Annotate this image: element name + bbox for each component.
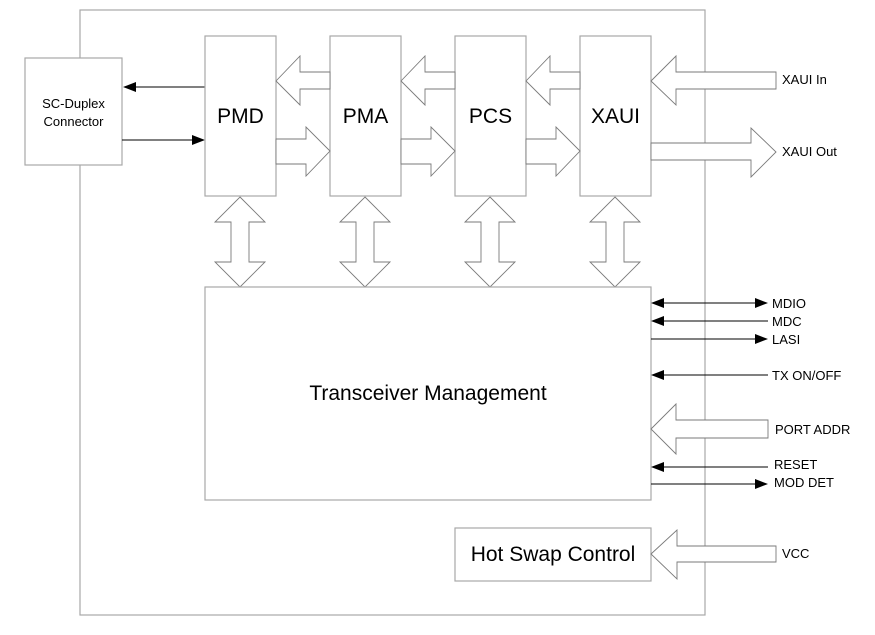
pmd-box xyxy=(204,35,277,197)
management-label: Transceiver Management xyxy=(309,382,546,405)
fat-right-arrow-pcs-to-xaui xyxy=(525,125,581,178)
arrowhead-icon xyxy=(651,316,664,326)
pcs-label: PCS xyxy=(469,105,512,128)
xaui-in-label: XAUI In xyxy=(782,72,827,87)
block-pmd: PMD xyxy=(204,35,277,197)
arrowhead-icon xyxy=(755,298,768,308)
connector-box xyxy=(24,57,123,166)
xaui-box xyxy=(579,35,652,197)
tx-on-off-label: TX ON/OFF xyxy=(772,368,841,383)
arrowhead-icon xyxy=(755,334,768,344)
fat-right-arrow-pmd-to-pma xyxy=(275,125,331,178)
vcc-label: VCC xyxy=(782,546,809,561)
arrowhead-icon xyxy=(192,135,205,145)
hot-swap-label: Hot Swap Control xyxy=(471,543,636,566)
double-arrow-pcs-mgmt xyxy=(463,196,517,288)
port-addr-label: PORT ADDR xyxy=(775,422,850,437)
mdc-label: MDC xyxy=(772,314,802,329)
block-xaui: XAUI xyxy=(579,35,652,197)
arrowhead-icon xyxy=(755,479,768,489)
block-pcs: PCS xyxy=(454,35,527,197)
signal-mod-det: MOD DET xyxy=(651,475,834,490)
fat-left-arrow-pma-to-pmd xyxy=(275,54,331,107)
xaui-out-arrow xyxy=(650,126,777,179)
hot-swap-box xyxy=(454,527,652,582)
signal-vcc: VCC xyxy=(650,528,809,581)
signal-lasi: LASI xyxy=(651,332,800,347)
arrowhead-icon xyxy=(651,298,664,308)
pma-box xyxy=(329,35,402,197)
vcc-arrow xyxy=(650,528,777,581)
xaui-in-arrow xyxy=(650,54,777,107)
connector-label-line1: SC-Duplex xyxy=(42,96,105,111)
arrowhead-icon xyxy=(651,370,664,380)
arrowhead-icon xyxy=(123,82,136,92)
signal-port-addr: PORT ADDR xyxy=(650,402,850,456)
xaui-out-label: XAUI Out xyxy=(782,144,837,159)
reset-label: RESET xyxy=(774,457,817,472)
double-arrow-pmd-mgmt xyxy=(213,196,267,288)
mdio-label: MDIO xyxy=(772,296,806,311)
fat-left-arrow-xaui-to-pcs xyxy=(525,54,581,107)
xaui-label: XAUI xyxy=(591,105,640,128)
management-box xyxy=(204,286,652,501)
double-arrow-pma-mgmt xyxy=(338,196,392,288)
module-outline xyxy=(79,9,706,616)
lasi-label: LASI xyxy=(772,332,800,347)
signal-mdc: MDC xyxy=(651,314,802,329)
optical-rx-arrow xyxy=(122,135,205,145)
mod-det-label: MOD DET xyxy=(774,475,834,490)
double-arrow-xaui-mgmt xyxy=(588,196,642,288)
optical-tx-arrow xyxy=(123,82,205,92)
port-addr-arrow xyxy=(650,402,769,456)
signal-tx-on-off: TX ON/OFF xyxy=(651,368,841,383)
sc-duplex-connector: SC-Duplex Connector xyxy=(24,57,123,166)
pmd-label: PMD xyxy=(217,105,264,128)
fat-left-arrow-pcs-to-pma xyxy=(400,54,456,107)
arrowhead-icon xyxy=(651,462,664,472)
connector-label-line2: Connector xyxy=(44,114,105,129)
pma-label: PMA xyxy=(343,105,389,128)
pcs-box xyxy=(454,35,527,197)
hot-swap-control-block: Hot Swap Control xyxy=(454,527,652,582)
block-pma: PMA xyxy=(329,35,402,197)
transceiver-management-block: Transceiver Management xyxy=(204,286,652,501)
signal-mdio: MDIO xyxy=(651,296,806,311)
signal-reset: RESET xyxy=(651,457,817,472)
fat-right-arrow-pma-to-pcs xyxy=(400,125,456,178)
